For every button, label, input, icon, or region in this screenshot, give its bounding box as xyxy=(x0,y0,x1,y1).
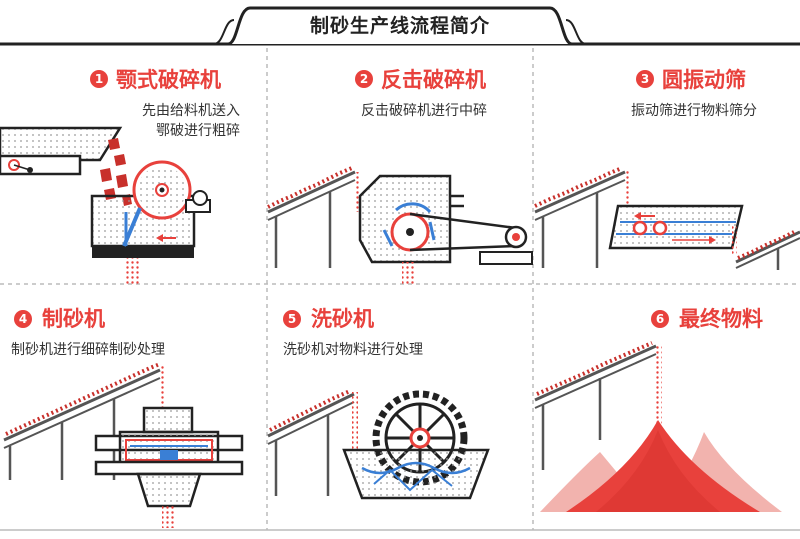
step-number-badge: 4 xyxy=(14,310,32,328)
step-desc-jaw-crusher-line1: 先由给料机送入 xyxy=(142,103,240,119)
step-title-vibrating-screen: 圆振动筛 xyxy=(662,68,746,92)
step-desc-sand-maker: 制砂机进行细碎制砂处理 xyxy=(11,342,165,358)
step-number-badge: 1 xyxy=(90,70,108,88)
step-title-final-product: 最终物料 xyxy=(679,307,763,331)
step-title-jaw-crusher: 颚式破碎机 xyxy=(116,68,221,92)
page-title: 制砂生产线流程简介 xyxy=(309,15,490,37)
step-desc-jaw-crusher-line2: 鄂破进行粗碎 xyxy=(156,123,240,139)
header-banner xyxy=(0,6,800,46)
step-title-impact-crusher: 反击破碎机 xyxy=(381,68,486,92)
step-title-sand-maker: 制砂机 xyxy=(42,307,105,331)
step-desc-vibrating-screen: 振动筛进行物料筛分 xyxy=(631,103,757,119)
step-number-badge: 2 xyxy=(355,70,373,88)
step-title-sand-washer: 洗砂机 xyxy=(311,307,374,331)
step-desc-impact-crusher: 反击破碎机进行中碎 xyxy=(361,103,487,119)
step-number-badge: 6 xyxy=(651,310,669,328)
step-number-badge: 3 xyxy=(636,70,654,88)
step-desc-sand-washer: 洗砂机对物料进行处理 xyxy=(283,342,423,358)
step-number-badge: 5 xyxy=(283,310,301,328)
